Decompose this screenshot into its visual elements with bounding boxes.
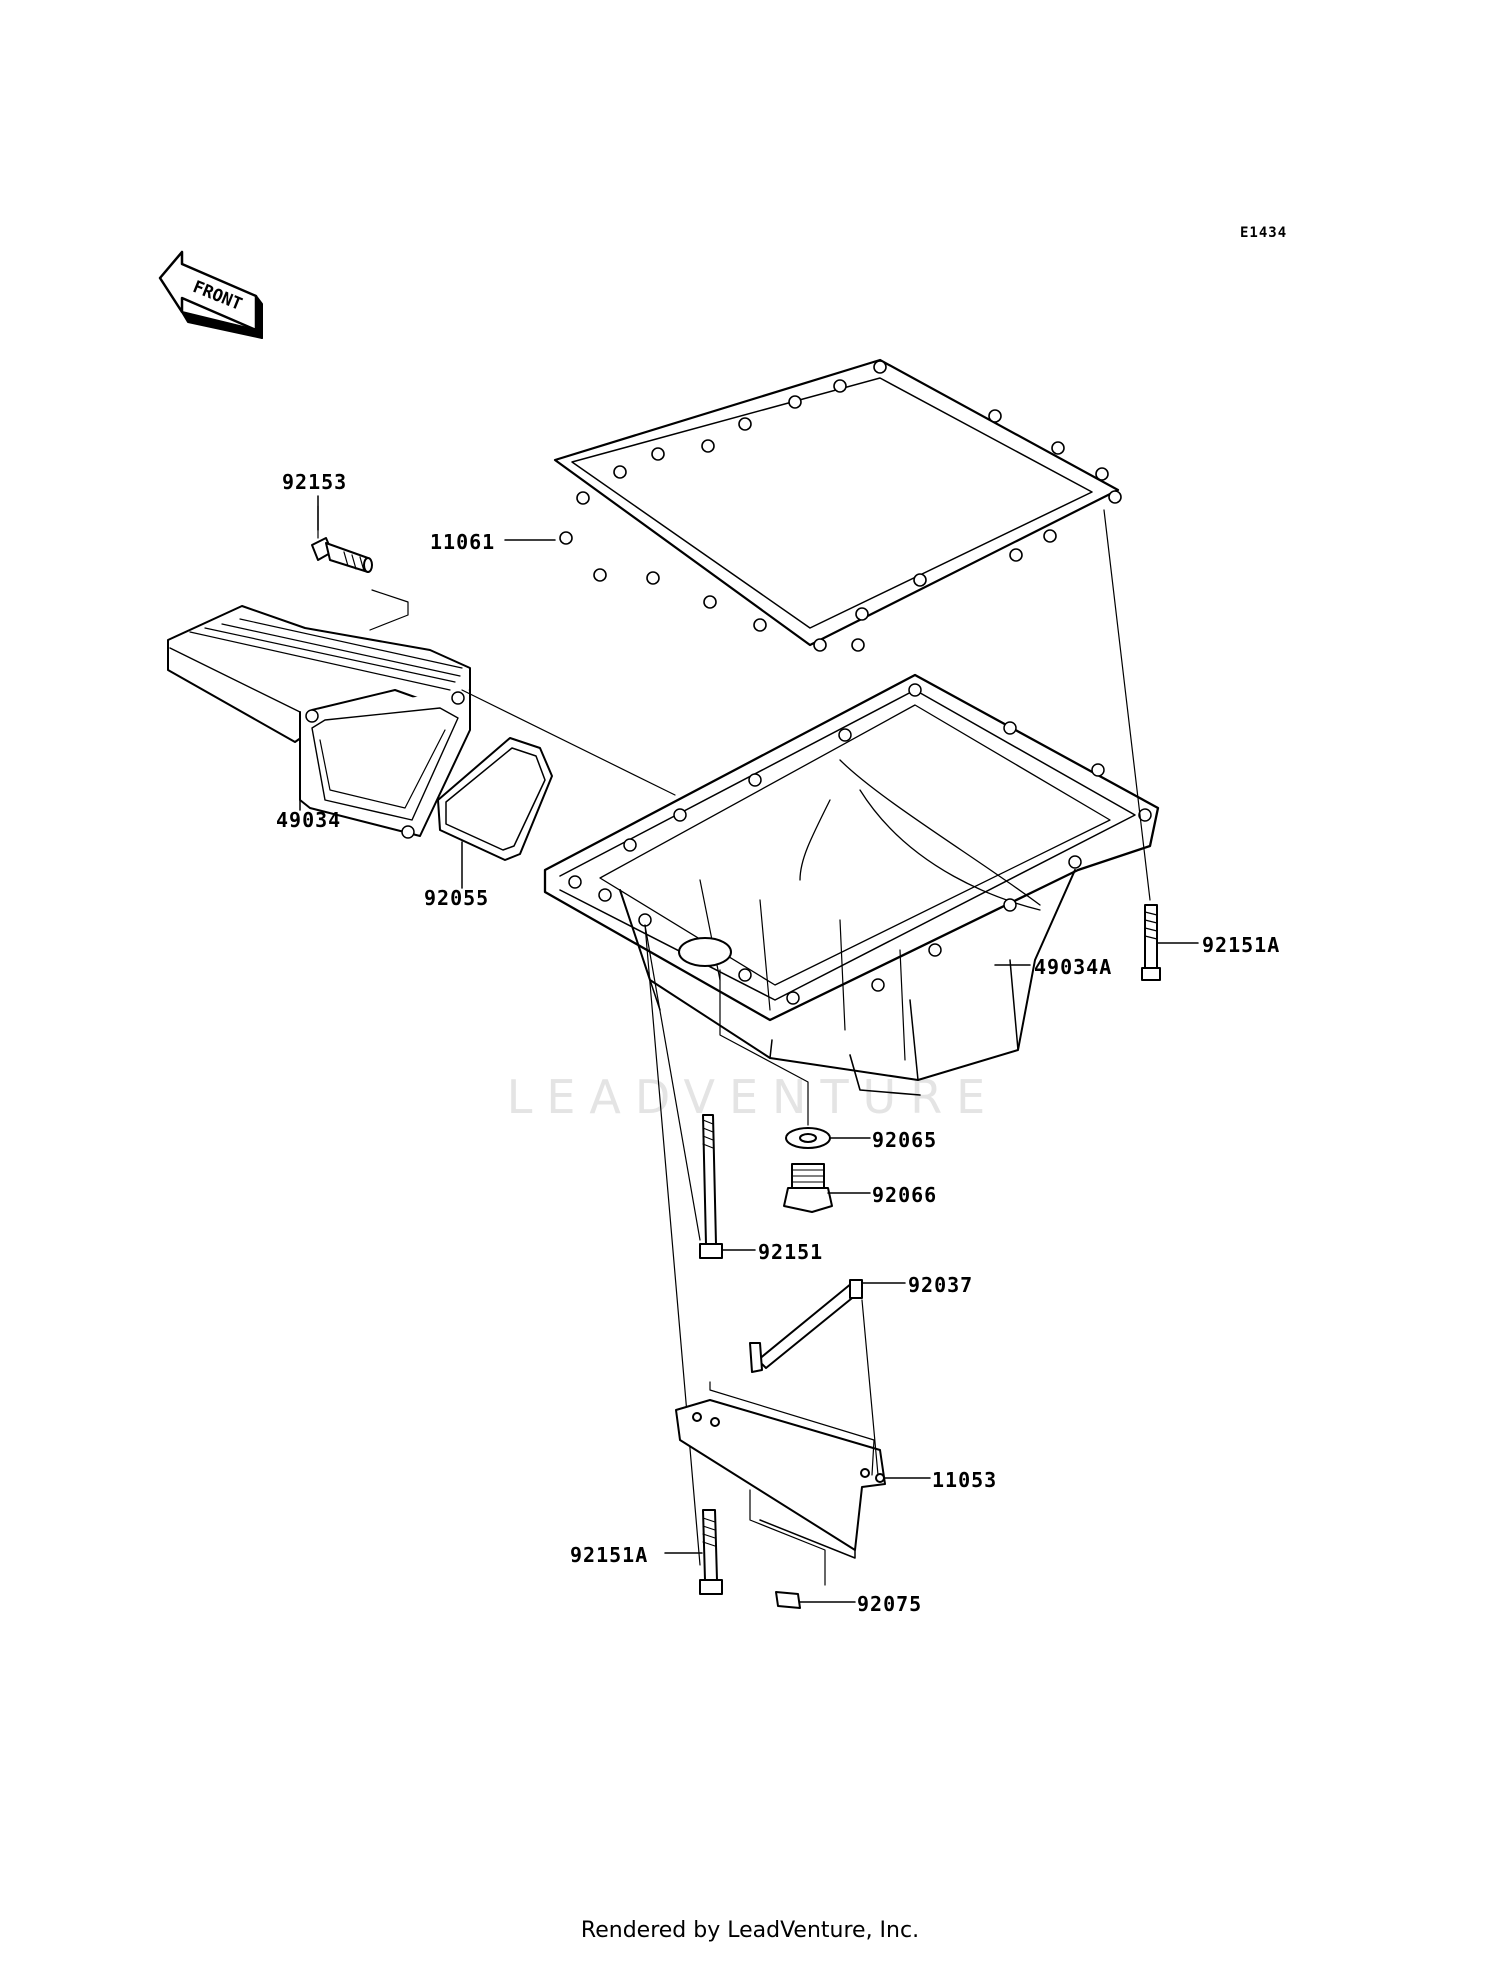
part-label-92055[interactable]: 92055 [424,886,490,910]
diagram-code: E1434 [1240,225,1288,241]
oil-strainer [168,606,470,838]
part-label-11061[interactable]: 11061 [430,530,496,554]
bolt-92153-icon [312,538,372,572]
oil-pan [545,675,1158,1095]
part-label-92151[interactable]: 92151 [758,1240,824,1264]
bolt-92151a-left-icon [700,1510,722,1594]
part-label-49034a[interactable]: 49034A [1034,955,1113,979]
part-label-11053[interactable]: 11053 [932,1468,998,1492]
part-label-92075[interactable]: 92075 [857,1592,923,1616]
part-label-92037[interactable]: 92037 [908,1273,974,1297]
baffle-plate-11053 [676,1400,885,1558]
part-label-49034[interactable]: 49034 [276,808,342,832]
bolt-92151a-right-icon [1142,905,1160,980]
part-label-92066[interactable]: 92066 [872,1183,938,1207]
part-label-92065[interactable]: 92065 [872,1128,938,1152]
grommet-92075-icon [776,1592,800,1608]
oil-pan-gasket [555,360,1121,651]
front-arrow-icon: FRONT [160,252,262,338]
bolt-92151-icon [700,1115,722,1258]
part-label-92151a-right[interactable]: 92151A [1202,933,1281,957]
strainer-o-ring [438,738,552,860]
washer-92065-icon [786,1128,830,1148]
oil-pipe-92037-icon [750,1280,862,1372]
part-label-92151a-left[interactable]: 92151A [570,1543,649,1567]
footer-credit: Rendered by LeadVenture, Inc. [580,1918,920,1943]
drain-plug-92066-icon [784,1164,832,1212]
part-label-92153[interactable]: 92153 [282,470,348,494]
